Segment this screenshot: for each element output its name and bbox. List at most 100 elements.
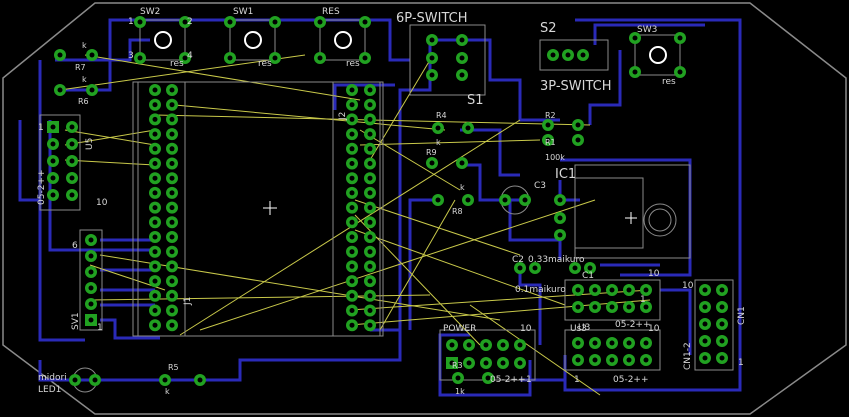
s1-pad	[456, 52, 468, 64]
label-pin3: 3	[128, 51, 134, 61]
switch-pad	[224, 52, 236, 64]
u1-pad	[640, 337, 652, 349]
resistor-pad	[86, 49, 98, 61]
switch-pad	[314, 52, 326, 64]
j1-pad	[166, 142, 178, 155]
resistor-pad	[426, 157, 438, 169]
switch-pad	[629, 32, 641, 44]
u3-pad	[589, 301, 601, 313]
j2-pad	[346, 128, 358, 141]
resistor-pad	[194, 374, 206, 386]
component-pad	[529, 262, 541, 274]
switch-pad	[674, 66, 686, 78]
switch-pad	[179, 52, 191, 64]
j1-pad	[149, 216, 161, 229]
s2-pad	[547, 49, 559, 61]
j2-pad	[346, 142, 358, 155]
j1-pad	[149, 157, 161, 170]
component-pad	[554, 212, 566, 224]
label-sw2: SW2	[140, 7, 160, 17]
label-u3-pin1: 1	[640, 295, 646, 305]
resistor-pad	[54, 84, 66, 96]
u3-pad	[640, 301, 652, 313]
j1-pad	[149, 245, 161, 258]
label-r3: R3	[452, 361, 463, 370]
label-midori: midori	[38, 373, 67, 383]
j1-pad	[149, 319, 161, 332]
component-pad	[554, 194, 566, 206]
u1-pad	[572, 337, 584, 349]
cn1-pad	[699, 284, 711, 296]
origin-marks	[263, 201, 637, 224]
resistor-pad	[452, 372, 464, 384]
label-cn1-pin1: 1	[738, 358, 744, 368]
s1-pad	[426, 52, 438, 64]
label-r7: R7	[75, 63, 86, 72]
j2-pad	[364, 201, 376, 214]
label-pin10: 10	[648, 269, 660, 279]
component-pad	[89, 374, 101, 386]
label-r6: R6	[78, 97, 89, 106]
j2-pad	[346, 113, 358, 126]
label-u1-type: 05-2++	[613, 375, 649, 385]
j1-pad	[166, 245, 178, 258]
resistor-pad	[482, 372, 494, 384]
label-res-res: res	[346, 59, 360, 69]
s1-pad	[426, 69, 438, 81]
u5-pad	[47, 121, 59, 133]
sw2-button	[154, 31, 172, 49]
label-j2: J2	[338, 112, 348, 121]
u5-pad	[66, 121, 78, 133]
u1-pad	[623, 337, 635, 349]
sv1-pad	[85, 282, 97, 294]
label-r4: R4	[436, 111, 447, 120]
power-pad	[463, 357, 475, 369]
label-u5: U5	[85, 138, 95, 150]
j2-pad	[346, 289, 358, 302]
j1-pad	[166, 98, 178, 111]
j2-pad	[346, 201, 358, 214]
j2-pad	[346, 231, 358, 243]
u5-pad	[66, 189, 78, 201]
j2-pad	[364, 216, 376, 229]
label-u3: U3	[578, 323, 590, 333]
resistor-pad	[432, 122, 444, 134]
j2-pad	[346, 172, 358, 185]
u1-pad	[589, 337, 601, 349]
sw3-button	[649, 46, 667, 64]
j2-pad	[346, 260, 358, 273]
s1-pad	[456, 69, 468, 81]
switch-pad	[134, 16, 146, 28]
s1-pad	[426, 34, 438, 46]
power-pad	[497, 357, 509, 369]
label-c2: C2	[512, 255, 524, 265]
u3-pad	[589, 284, 601, 296]
label-c1: C1	[582, 271, 594, 281]
switch-buttons	[154, 31, 667, 64]
switch-pad	[629, 66, 641, 78]
u1-pad	[623, 354, 635, 366]
label-r9-value: k	[460, 183, 465, 192]
sv1-pad	[85, 250, 97, 262]
u5-pad	[66, 138, 78, 150]
j2-pad	[364, 186, 376, 199]
cn1-pad	[699, 352, 711, 364]
j1-pad	[166, 216, 178, 229]
j1-pad	[149, 289, 161, 302]
label-r1-value: 100k	[545, 153, 565, 162]
j1-pad	[149, 260, 161, 273]
resistor-pad	[572, 134, 584, 146]
label-c2-value: 0.33maikuro	[528, 255, 585, 265]
j2-pad	[364, 98, 376, 111]
label-power-pin1: 1	[526, 375, 532, 385]
label-sv1-pin1: 1	[97, 323, 103, 333]
label-r9: R9	[426, 148, 437, 157]
j1-pad	[149, 231, 161, 243]
j2-pad	[364, 260, 376, 273]
label-power-pin10: 10	[520, 324, 532, 334]
label-sw3: SW3	[637, 25, 657, 35]
j1-pad	[166, 319, 178, 332]
label-pin1: 1	[128, 17, 134, 27]
j1-pad	[149, 304, 161, 317]
u3-pad	[606, 301, 618, 313]
